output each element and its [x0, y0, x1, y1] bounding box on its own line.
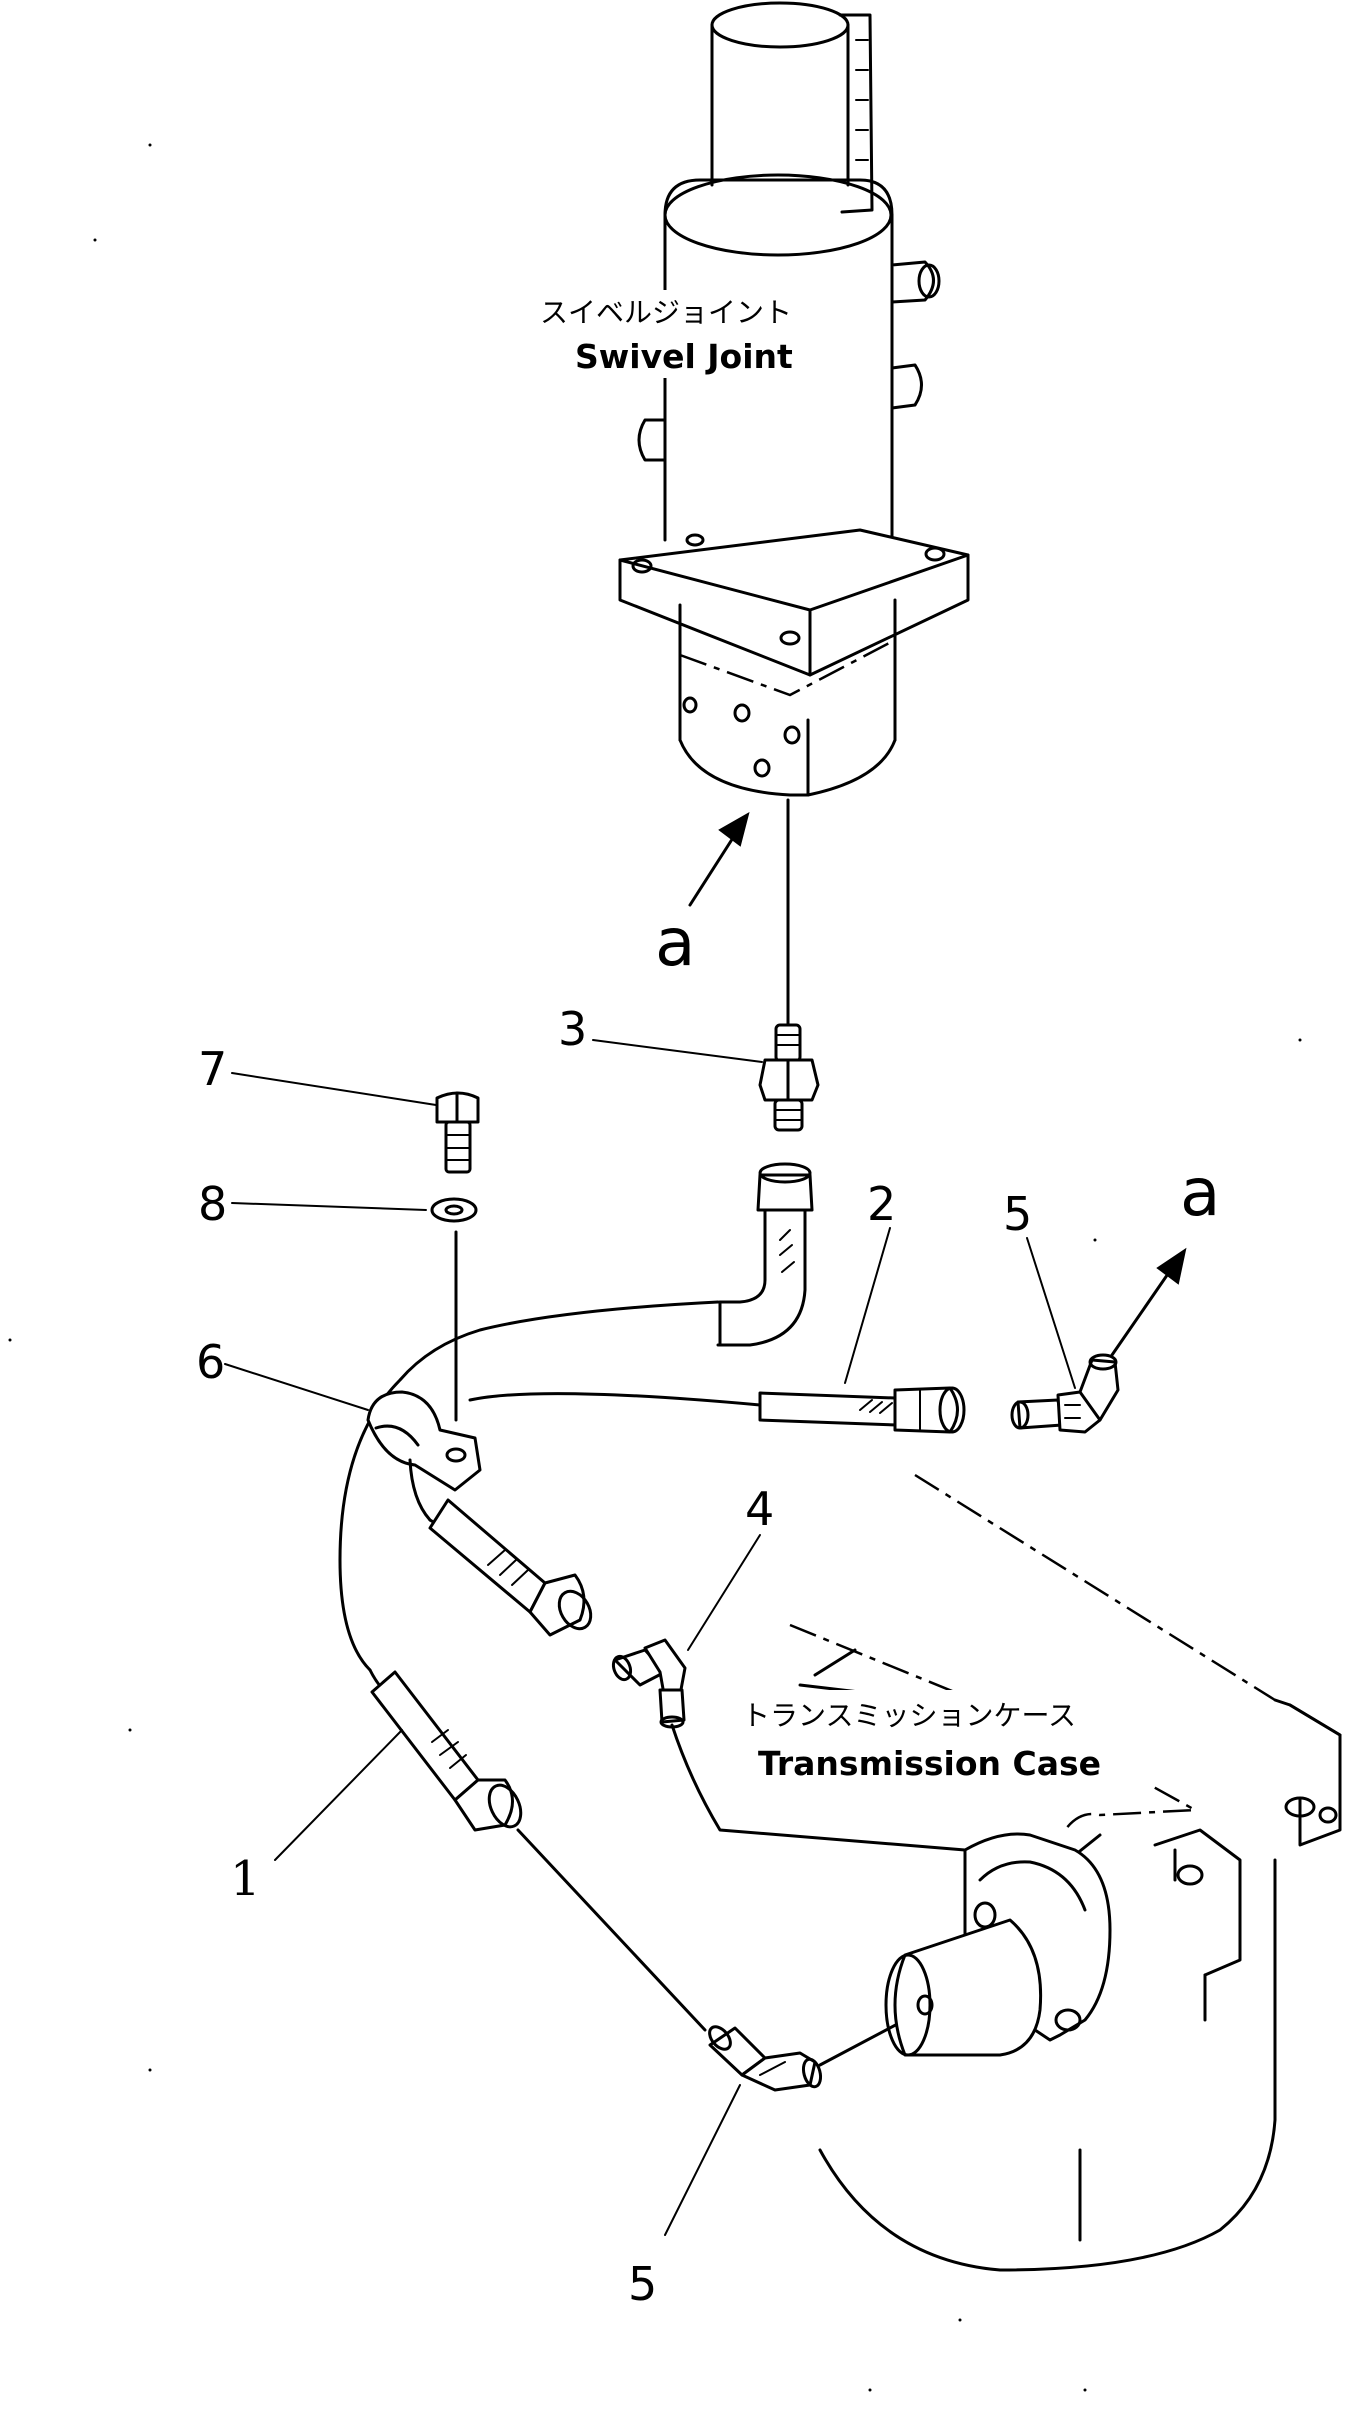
callout-5-right: 5: [1003, 1187, 1032, 1241]
part-6-clamp: [366, 1390, 482, 1522]
callout-4: 4: [745, 1482, 774, 1536]
part-1-hose-fitting: [368, 1668, 707, 2032]
callout-3: 3: [558, 1002, 587, 1056]
arrow-a-right: [1110, 1247, 1187, 1357]
callout-5-lower: 5: [628, 2257, 657, 2311]
hose-middle: [428, 1498, 593, 1637]
swivel-joint-label-en: Swivel Joint: [575, 337, 793, 376]
callout-6: 6: [196, 1335, 225, 1389]
swivel-joint: [618, 1, 970, 797]
transmission-case-label-en: Transmission Case: [758, 1744, 1101, 1783]
leader-lines: [224, 1039, 1076, 2236]
hose-upper: [338, 1162, 814, 1672]
part-8-washer: [430, 1197, 478, 1223]
reference-a-right: a: [1180, 1154, 1220, 1231]
scan-specks: [8, 143, 1302, 2392]
part-5-elbow-right: [1010, 1353, 1120, 1434]
arrow-a-upper: [688, 811, 750, 907]
part-3-union: [758, 1023, 820, 1132]
swivel-joint-label-jp: スイベルジョイント: [540, 296, 792, 329]
callout-2: 2: [867, 1177, 896, 1231]
part-7-bolt: [435, 1091, 480, 1174]
callout-8: 8: [198, 1177, 227, 1231]
transmission-case: [789, 1473, 1342, 2272]
reference-a-upper: a: [655, 904, 695, 981]
callout-1: 1: [230, 1851, 261, 1907]
part-5-elbow-lower: [708, 2018, 907, 2092]
callout-7: 7: [198, 1042, 227, 1096]
transmission-case-label-jp: トランスミッションケース: [742, 1699, 1076, 1732]
part-2-hose-fitting: [758, 1386, 966, 1434]
